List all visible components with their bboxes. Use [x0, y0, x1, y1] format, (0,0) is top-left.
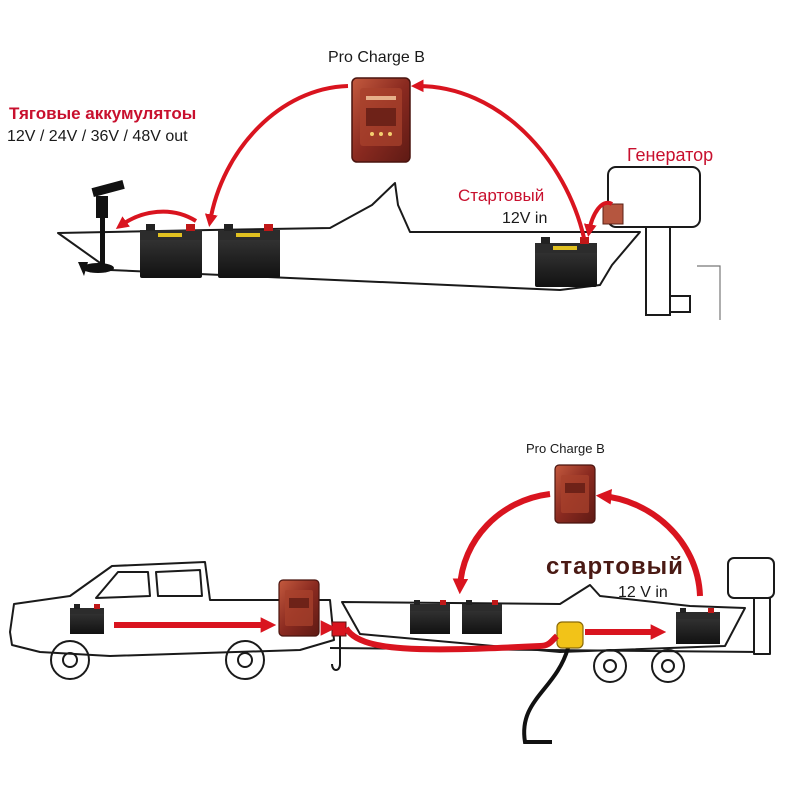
- outboard-engine-icon: [607, 166, 721, 320]
- trailer-traction-battery-2: [462, 600, 502, 634]
- trolling-motor-icon: [78, 179, 125, 276]
- trailer-power-line: [343, 626, 559, 653]
- boat-trailer-icon: [329, 557, 775, 683]
- truck-battery: [70, 604, 104, 634]
- traction-output-voltages: 12V / 24V / 36V / 48V out: [7, 128, 188, 145]
- top-starter-label: Стартовый: [458, 186, 545, 205]
- arrow-starter-to-charger: [410, 79, 586, 239]
- truck-charger-icon: [278, 579, 320, 637]
- bottom-starter-label: стартовый: [546, 553, 684, 580]
- trailer-traction-battery-1: [410, 600, 450, 634]
- traction-battery-1: [140, 224, 202, 278]
- boat-hull: [57, 182, 641, 291]
- bottom-starter-input: 12 V in: [618, 584, 668, 601]
- starter-battery: [535, 237, 597, 287]
- hitch-cable: [331, 636, 341, 671]
- shore-power-cord: [522, 647, 570, 744]
- arrow-charger-to-traction: [204, 84, 349, 228]
- bottom-diagram: [9, 464, 775, 744]
- top-diagram: [57, 77, 721, 320]
- hitch-connector: [331, 621, 347, 637]
- arrow-charger-to-traction-bottom: [452, 491, 551, 595]
- trailer-charger-icon: [554, 464, 596, 524]
- pickup-truck-icon: [9, 561, 335, 680]
- bottom-charger-label: Pro Charge B: [526, 441, 605, 456]
- generator-box: [602, 203, 624, 225]
- battery-charger-icon: [351, 77, 411, 163]
- power-plug-icon: [556, 621, 584, 649]
- top-charger-label: Pro Charge B: [328, 49, 425, 66]
- generator-label: Генератор: [627, 145, 714, 165]
- arrow-traction-to-motor: [115, 209, 198, 230]
- arrow-generator-to-starter: [583, 200, 614, 238]
- trailer-starter-battery: [676, 608, 720, 644]
- top-starter-input: 12V in: [502, 210, 548, 227]
- traction-batteries-title: Тяговые аккумулятоы: [9, 104, 197, 123]
- arrow-starter-to-charger-bottom: [595, 489, 703, 597]
- traction-battery-2: [218, 224, 280, 278]
